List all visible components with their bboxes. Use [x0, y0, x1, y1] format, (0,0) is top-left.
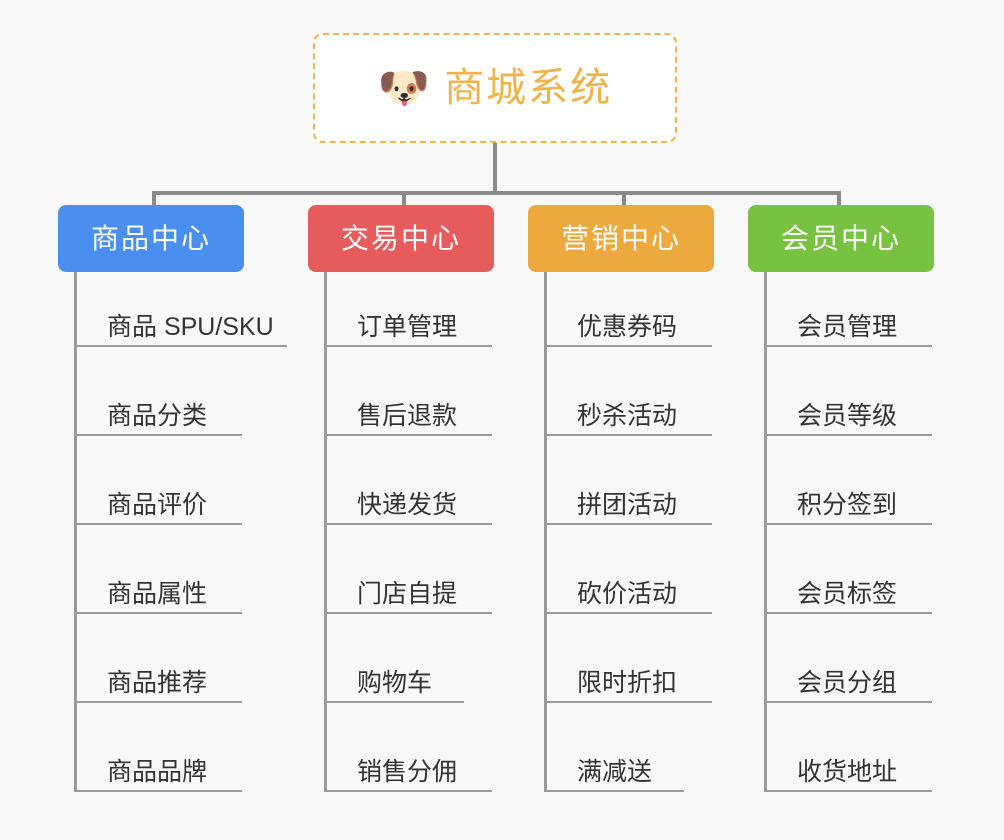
leaf-item[interactable]: 收货地址: [764, 703, 978, 792]
leaf-item[interactable]: 商品品牌: [74, 703, 288, 792]
shiba-dog-face-icon: 🐶: [377, 64, 431, 111]
leaf-item[interactable]: 优惠券码: [544, 272, 758, 347]
leaf-label: 拼团活动: [577, 491, 678, 519]
category-header-marketing-center[interactable]: 营销中心: [528, 205, 714, 272]
leaf-item[interactable]: 商品推荐: [74, 614, 288, 703]
leaf-label: 商品分类: [107, 402, 208, 430]
leaf-label: 订单管理: [357, 313, 458, 341]
leaf-item[interactable]: 商品分类: [74, 347, 288, 436]
leaf-label: 秒杀活动: [577, 402, 678, 430]
leaf-item[interactable]: 订单管理: [324, 272, 538, 347]
column-trade-center: 交易中心 订单管理 售后退款 快递发货 门店自提 购物车 销售分佣: [308, 205, 538, 792]
leaf-label: 商品品牌: [107, 758, 208, 786]
leaf-label: 快递发货: [357, 491, 458, 519]
leaf-label: 会员管理: [797, 313, 898, 341]
connector-horizontal-bus: [152, 191, 839, 195]
leaf-list-marketing-center: 优惠券码 秒杀活动 拼团活动 砍价活动 限时折扣 满减送: [544, 272, 758, 792]
leaf-list-member-center: 会员管理 会员等级 积分签到 会员标签 会员分组 收货地址: [764, 272, 978, 792]
leaf-item[interactable]: 秒杀活动: [544, 347, 758, 436]
root-node-title: 商城系统: [444, 66, 613, 110]
leaf-item[interactable]: 砍价活动: [544, 525, 758, 614]
root-node-shop-system[interactable]: 🐶 商城系统: [313, 33, 677, 143]
category-label: 交易中心: [340, 222, 461, 254]
leaf-label: 售后退款: [357, 402, 458, 430]
leaf-label: 会员标签: [797, 580, 898, 608]
leaf-item[interactable]: 快递发货: [324, 436, 538, 525]
column-marketing-center: 营销中心 优惠券码 秒杀活动 拼团活动 砍价活动 限时折扣 满减送: [528, 205, 758, 792]
leaf-label: 会员分组: [797, 669, 898, 697]
leaf-item[interactable]: 会员管理: [764, 272, 978, 347]
leaf-list-product-center: 商品 SPU/SKU 商品分类 商品评价 商品属性 商品推荐 商品品牌: [74, 272, 288, 792]
category-label: 营销中心: [560, 222, 681, 254]
leaf-list-trade-center: 订单管理 售后退款 快递发货 门店自提 购物车 销售分佣: [324, 272, 538, 792]
leaf-label: 砍价活动: [577, 580, 678, 608]
leaf-label: 销售分佣: [357, 758, 458, 786]
category-label: 商品中心: [90, 222, 211, 254]
leaf-label: 商品属性: [107, 580, 208, 608]
connector-drop-trade-center: [402, 191, 406, 213]
leaf-item[interactable]: 商品属性: [74, 525, 288, 614]
leaf-item[interactable]: 拼团活动: [544, 436, 758, 525]
leaf-item[interactable]: 积分签到: [764, 436, 978, 525]
leaf-label: 优惠券码: [577, 313, 678, 341]
connector-drop-marketing-center: [622, 191, 626, 213]
leaf-label: 商品评价: [107, 491, 208, 519]
column-member-center: 会员中心 会员管理 会员等级 积分签到 会员标签 会员分组 收货地址: [748, 205, 978, 792]
column-product-center: 商品中心 商品 SPU/SKU 商品分类 商品评价 商品属性 商品推荐 商品品牌: [58, 205, 288, 792]
leaf-item[interactable]: 会员标签: [764, 525, 978, 614]
category-header-member-center[interactable]: 会员中心: [748, 205, 934, 272]
leaf-label: 限时折扣: [577, 669, 678, 697]
category-label: 会员中心: [780, 222, 901, 254]
leaf-label: 购物车: [357, 669, 433, 697]
category-header-trade-center[interactable]: 交易中心: [308, 205, 494, 272]
connector-drop-member-center: [837, 191, 841, 213]
leaf-label: 商品推荐: [107, 669, 208, 697]
leaf-label: 商品 SPU/SKU: [107, 313, 274, 341]
leaf-item[interactable]: 会员分组: [764, 614, 978, 703]
connector-root-stem: [493, 143, 497, 195]
leaf-label: 门店自提: [357, 580, 458, 608]
leaf-label: 会员等级: [797, 402, 898, 430]
leaf-label: 满减送: [577, 758, 653, 786]
category-header-product-center[interactable]: 商品中心: [58, 205, 244, 272]
leaf-item[interactable]: 满减送: [544, 703, 758, 792]
leaf-item[interactable]: 购物车: [324, 614, 538, 703]
leaf-item[interactable]: 商品 SPU/SKU: [74, 272, 288, 347]
leaf-item[interactable]: 会员等级: [764, 347, 978, 436]
leaf-item[interactable]: 限时折扣: [544, 614, 758, 703]
leaf-label: 收货地址: [797, 758, 898, 786]
leaf-item[interactable]: 售后退款: [324, 347, 538, 436]
leaf-item[interactable]: 商品评价: [74, 436, 288, 525]
leaf-item[interactable]: 销售分佣: [324, 703, 538, 792]
leaf-label: 积分签到: [797, 491, 898, 519]
leaf-item[interactable]: 门店自提: [324, 525, 538, 614]
connector-drop-product-center: [152, 191, 156, 213]
